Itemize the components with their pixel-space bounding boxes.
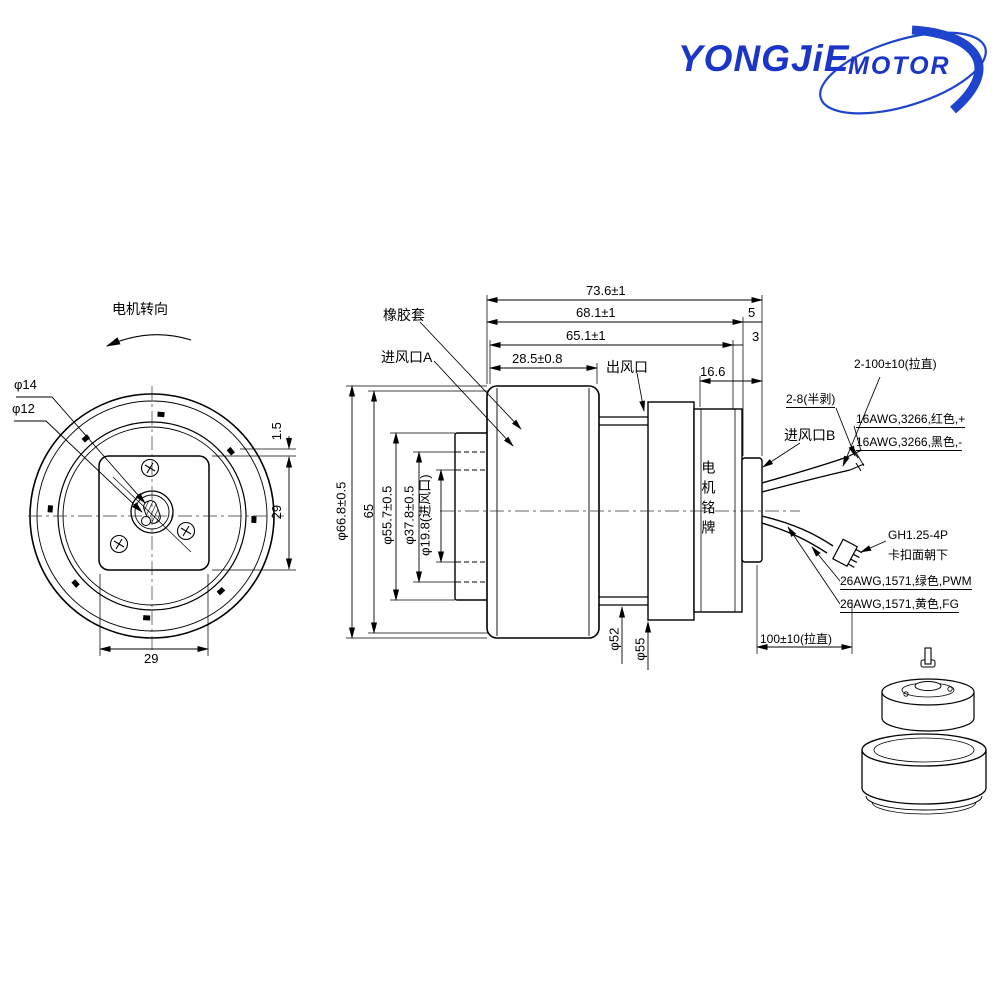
- label-wire-red: 16AWG,3266,红色,+: [856, 412, 966, 429]
- label-strip-length: 2-8(半剥): [786, 392, 836, 409]
- dim-29-vertical: 29: [269, 504, 285, 520]
- dim-phi52: φ52: [606, 627, 622, 651]
- dim-signal-wire-length: 100±10(拉直): [760, 632, 832, 646]
- label-power-wire-length: 2-100±10(拉直): [854, 357, 937, 371]
- dim-phi55: φ55: [632, 637, 648, 661]
- dim-phi14: φ14: [14, 377, 37, 392]
- dim-65: 65: [361, 503, 377, 519]
- label-wire-green: 26AWG,1571,绿色,PWM: [840, 574, 972, 591]
- logo-brand-text: YONGJiE: [678, 38, 850, 79]
- dim-73-6: 73.6±1: [586, 283, 626, 298]
- dim-phi12: φ12: [12, 401, 35, 416]
- middle-section: [599, 416, 648, 606]
- dimension-lines: [99, 436, 293, 653]
- label-inlet-b: 进风口B: [784, 427, 836, 443]
- signal-wires: [761, 515, 834, 554]
- leader-lines: [14, 334, 192, 513]
- nameplate-section: [693, 408, 743, 613]
- front-view: [14, 334, 296, 656]
- label-wire-yellow: 26AWG,1571,黄色,FG: [840, 597, 959, 614]
- power-wires: [761, 449, 865, 493]
- rubber-sleeve-body: [486, 385, 600, 639]
- iso-view: [861, 647, 987, 815]
- label-clip-orientation: 卡扣面朝下: [888, 548, 949, 562]
- end-cap: [741, 457, 763, 563]
- label-connector-model: GH1.25-4P: [888, 528, 949, 542]
- dim-16-6: 16.6: [700, 364, 726, 379]
- dim-phi37-8: φ37.8±0.5: [401, 485, 417, 545]
- extension-lines-side: [346, 295, 853, 654]
- dimension-lines-side: [348, 296, 853, 670]
- dim-phi19-8: φ19.8(进风口): [417, 474, 433, 556]
- centerlines: [28, 386, 284, 652]
- label-nameplate: 电机铭牌: [700, 460, 717, 540]
- dim-phi55-7: φ55.7±0.5: [379, 485, 395, 545]
- dim-5: 5: [748, 305, 756, 320]
- label-inlet-a: 进风口A: [381, 349, 433, 365]
- dim-68-1: 68.1±1: [576, 305, 616, 320]
- rotation-arrow-icon: [105, 334, 192, 347]
- front-boss: [454, 432, 491, 601]
- screw-icon: [109, 458, 196, 554]
- dim-28-5: 28.5±0.8: [512, 351, 563, 366]
- dim-65-1: 65.1±1: [566, 328, 606, 343]
- label-outlet: 出风口: [606, 359, 648, 375]
- connector-gh-icon: [832, 538, 863, 568]
- hidden-lines: [456, 451, 488, 583]
- logo-motor-text: MOTOR: [848, 52, 951, 80]
- dim-1-5: 1.5: [268, 422, 284, 441]
- logo-swoosh-icon: [819, 25, 987, 115]
- dim-29-horizontal: 29: [144, 651, 159, 666]
- dim-3: 3: [752, 329, 760, 344]
- label-rubber-sleeve: 橡胶套: [383, 307, 425, 323]
- label-rotation-direction: 电机转向: [112, 301, 168, 317]
- label-wire-black: 16AWG,3266,黑色,-: [856, 435, 963, 452]
- leader-lines-side: [419, 321, 887, 605]
- side-view: [346, 295, 887, 670]
- dim-phi66-8: φ66.8±0.5: [333, 481, 349, 541]
